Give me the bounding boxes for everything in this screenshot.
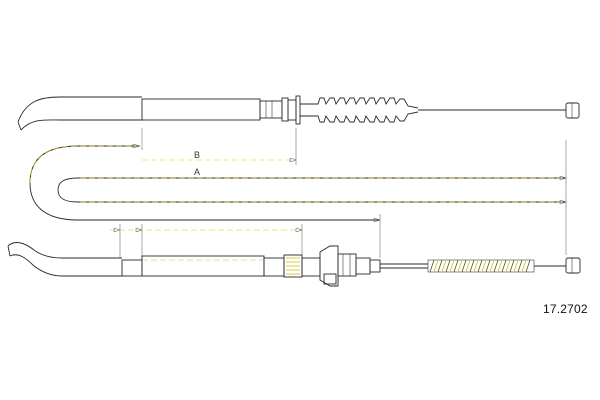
top-bellows: [300, 97, 419, 123]
part-number: 17.2702: [543, 302, 588, 316]
dimension-a-label: A: [194, 167, 200, 177]
dimension-b: B: [141, 128, 297, 165]
bottom-end-housing: [337, 253, 357, 277]
top-sheath: [141, 98, 261, 121]
top-cable: [17, 95, 580, 131]
bottom-spring: [427, 259, 535, 273]
top-end-nipple: [565, 102, 580, 119]
bottom-ferrule: [263, 257, 285, 277]
dimension-a-loop: A: [29, 140, 567, 258]
bottom-cable: [7, 242, 581, 287]
bottom-bracket: [319, 245, 339, 287]
dimension-b-label: B: [194, 150, 200, 160]
dimension-lower: [110, 224, 303, 258]
bottom-sleeve-step: [121, 259, 143, 277]
bottom-sheath: [141, 255, 265, 277]
top-ferrule: [259, 100, 283, 119]
bottom-end-nipple: [565, 257, 581, 274]
